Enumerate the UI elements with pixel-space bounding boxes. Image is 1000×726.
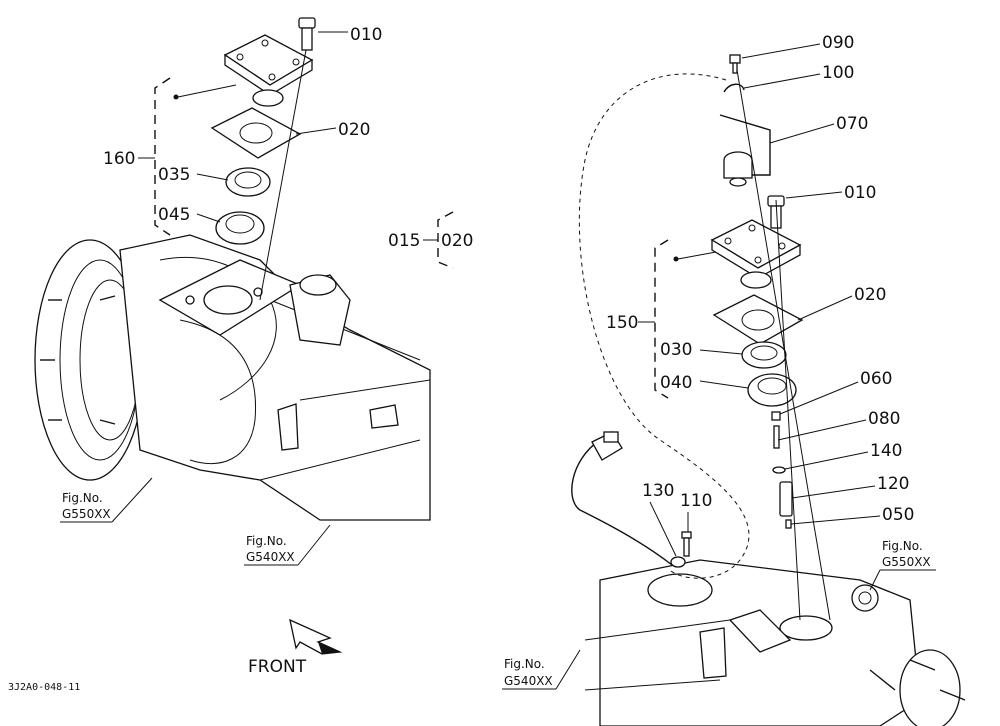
drawing-code: 3J2A0-048-11 bbox=[8, 682, 80, 693]
left-parts-stack bbox=[210, 17, 316, 301]
right-axle-housing bbox=[584, 559, 966, 726]
callout-150: 150 bbox=[606, 313, 638, 333]
fig-ref-code-left-1: G550XX bbox=[62, 507, 111, 521]
sensor-cable bbox=[571, 431, 673, 566]
alt-ref-left-number: 015 bbox=[388, 231, 420, 251]
fig-ref-label-right-1: Fig.No. bbox=[882, 539, 923, 553]
callout-035-left: 035 bbox=[158, 165, 190, 185]
right-leaders bbox=[638, 43, 881, 557]
callout-130: 130 bbox=[642, 481, 674, 501]
alt-ref-right-number: 020 bbox=[441, 231, 473, 251]
callout-070: 070 bbox=[836, 114, 868, 134]
callout-045-left: 045 bbox=[158, 205, 190, 225]
fig-ref-code-right-2: G540XX bbox=[504, 674, 553, 688]
clamp-130-screw-110 bbox=[670, 531, 692, 568]
callout-050: 050 bbox=[882, 505, 914, 525]
callout-020-right: 020 bbox=[854, 285, 886, 305]
bearing-040-right bbox=[747, 373, 797, 407]
bearing-045-left bbox=[215, 211, 265, 245]
left-callouts: 010 020 035 045 160 015 020 bbox=[103, 25, 473, 251]
callout-140: 140 bbox=[870, 441, 902, 461]
seal-035-left bbox=[225, 167, 271, 197]
left-axle-housing bbox=[34, 234, 431, 521]
callout-090: 090 bbox=[822, 33, 854, 53]
front-arrow: FRONT bbox=[248, 618, 343, 677]
seal-030-right bbox=[741, 341, 787, 369]
gasket-020-right bbox=[712, 294, 804, 345]
callout-020-left: 020 bbox=[338, 120, 370, 140]
callout-080: 080 bbox=[868, 409, 900, 429]
callout-010-right: 010 bbox=[844, 183, 876, 203]
sensor-cable-path bbox=[578, 73, 750, 579]
gasket-020-left bbox=[210, 107, 302, 159]
bolt-010-left bbox=[298, 17, 316, 51]
left-leaders bbox=[138, 31, 454, 269]
fig-ref-label-right-2: Fig.No. bbox=[504, 657, 545, 671]
left-fig-refs: Fig.No. G550XX Fig.No. G540XX bbox=[60, 477, 331, 566]
right-callouts: 090 100 070 010 020 030 040 060 080 140 … bbox=[606, 33, 914, 525]
callout-160-left: 160 bbox=[103, 149, 135, 169]
pin-070 bbox=[719, 114, 771, 187]
fig-ref-code-right-1: G550XX bbox=[882, 555, 931, 569]
fig-ref-label-left-2: Fig.No. bbox=[246, 534, 287, 548]
left-exploded-view: 010 020 035 045 160 015 020 Fig.No. G550… bbox=[8, 17, 473, 693]
cap-right bbox=[710, 219, 802, 289]
clip-100 bbox=[723, 83, 745, 93]
callout-060: 060 bbox=[860, 369, 892, 389]
callout-010-left: 010 bbox=[350, 25, 382, 45]
callout-100: 100 bbox=[822, 63, 854, 83]
fig-ref-label-left-1: Fig.No. bbox=[62, 491, 103, 505]
callout-030: 030 bbox=[660, 340, 692, 360]
right-fig-refs: Fig.No. G550XX Fig.No. G540XX bbox=[502, 539, 936, 690]
right-exploded-view: 090 100 070 010 020 030 040 060 080 140 … bbox=[502, 33, 966, 726]
fig-ref-code-left-2: G540XX bbox=[246, 550, 295, 564]
cap-left bbox=[223, 34, 314, 107]
front-label: FRONT bbox=[248, 657, 307, 677]
callout-120: 120 bbox=[877, 474, 909, 494]
callout-110: 110 bbox=[680, 491, 712, 511]
callout-040: 040 bbox=[660, 373, 692, 393]
bolt-090 bbox=[729, 54, 741, 74]
